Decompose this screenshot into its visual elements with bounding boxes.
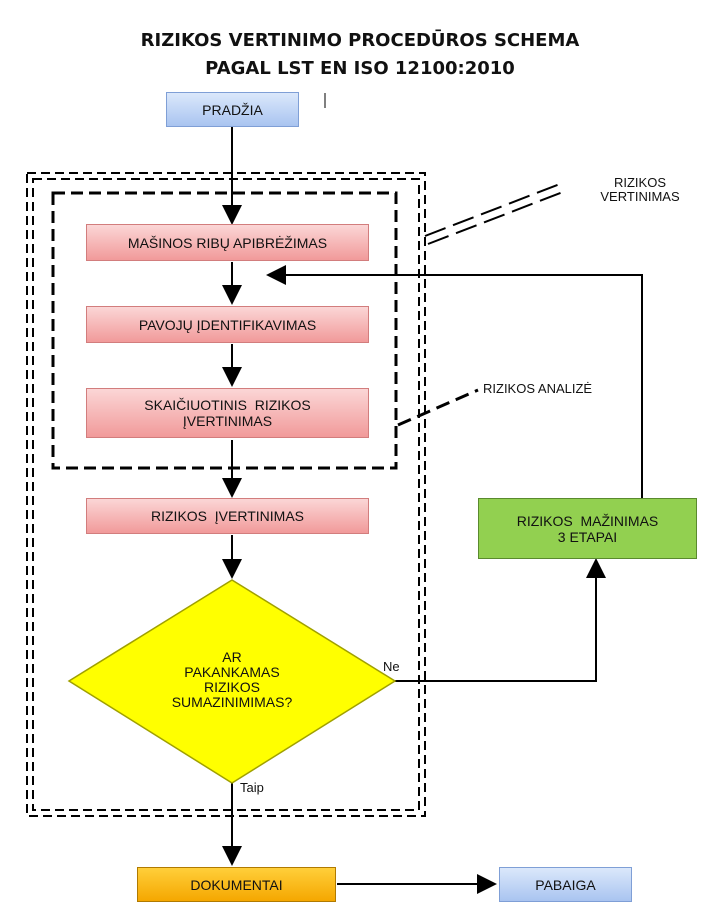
hazard-identification-box: PAVOJŲ ĮDENTIFIKAVIMAS bbox=[86, 306, 369, 343]
machine-limits-label: MAŠINOS RIBŲ APIBRĖŽIMAS bbox=[127, 234, 328, 251]
risk-assessment-label-line2: VERTINIMAS bbox=[600, 189, 680, 204]
inner-frame-risk-analysis bbox=[51, 191, 398, 470]
risk-estimation-label-line2: ĮVERTINIMAS bbox=[182, 413, 273, 429]
risk-reduction-label-line1: RIZIKOS MAŽINIMAS bbox=[516, 512, 659, 529]
decision-question: AR PAKANKAMAS RIZIKOS SUMAZINIMIMAS? bbox=[140, 650, 324, 710]
machine-limits-box: MAŠINOS RIBŲ APIBRĖŽIMAS bbox=[86, 224, 369, 261]
start-label: PRADŽIA bbox=[202, 101, 263, 118]
risk-analysis-callout-label: RIZIKOS ANALIZĖ bbox=[483, 381, 593, 396]
risk-estimation-box: SKAIČIUOTINIS RIZIKOS ĮVERTINIMAS bbox=[86, 388, 369, 438]
documents-box: DOKUMENTAI bbox=[137, 867, 336, 902]
documents-label: DOKUMENTAI bbox=[190, 876, 283, 893]
end-label: PABAIGA bbox=[535, 876, 596, 893]
risk-assessment-callout-label: RIZIKOS VERTINIMAS bbox=[585, 176, 695, 204]
no-label: Ne bbox=[383, 659, 400, 674]
start-node: PRADŽIA bbox=[166, 92, 299, 127]
risk-reduction-label-line2: 3 ETAPAI bbox=[557, 528, 618, 545]
decision-text-line1: AR bbox=[222, 649, 242, 665]
decision-text-line4: SUMAZINIMIMAS? bbox=[171, 694, 293, 710]
risk-reduction-box: RIZIKOS MAŽINIMAS 3 ETAPAI bbox=[478, 498, 697, 559]
decision-diamond bbox=[67, 579, 397, 784]
risk-assessment-label-line1: RIZIKOS bbox=[613, 175, 666, 190]
hazard-identification-label: PAVOJŲ ĮDENTIFIKAVIMAS bbox=[138, 316, 317, 333]
diagram-title-line1: RIZIKOS VERTINIMO PROCEDŪROS SCHEMA bbox=[140, 30, 580, 51]
outer-frame-risk-assessment bbox=[26, 172, 426, 817]
decision-text-line3: RIZIKOS bbox=[203, 679, 260, 695]
risk-evaluation-label: RIZIKOS ĮVERTINIMAS bbox=[151, 508, 304, 524]
diagram-title-line2: PAGAL LST EN ISO 12100:2010 bbox=[205, 58, 515, 79]
risk-evaluation-box: RIZIKOS ĮVERTINIMAS bbox=[86, 498, 369, 534]
risk-estimation-label-line1: SKAIČIUOTINIS RIZIKOS bbox=[144, 397, 311, 413]
end-node: PABAIGA bbox=[499, 867, 632, 902]
decision-text-line2: PAKANKAMAS bbox=[184, 664, 280, 680]
risk-analysis-callout bbox=[397, 388, 479, 427]
yes-label: Taip bbox=[240, 780, 264, 795]
